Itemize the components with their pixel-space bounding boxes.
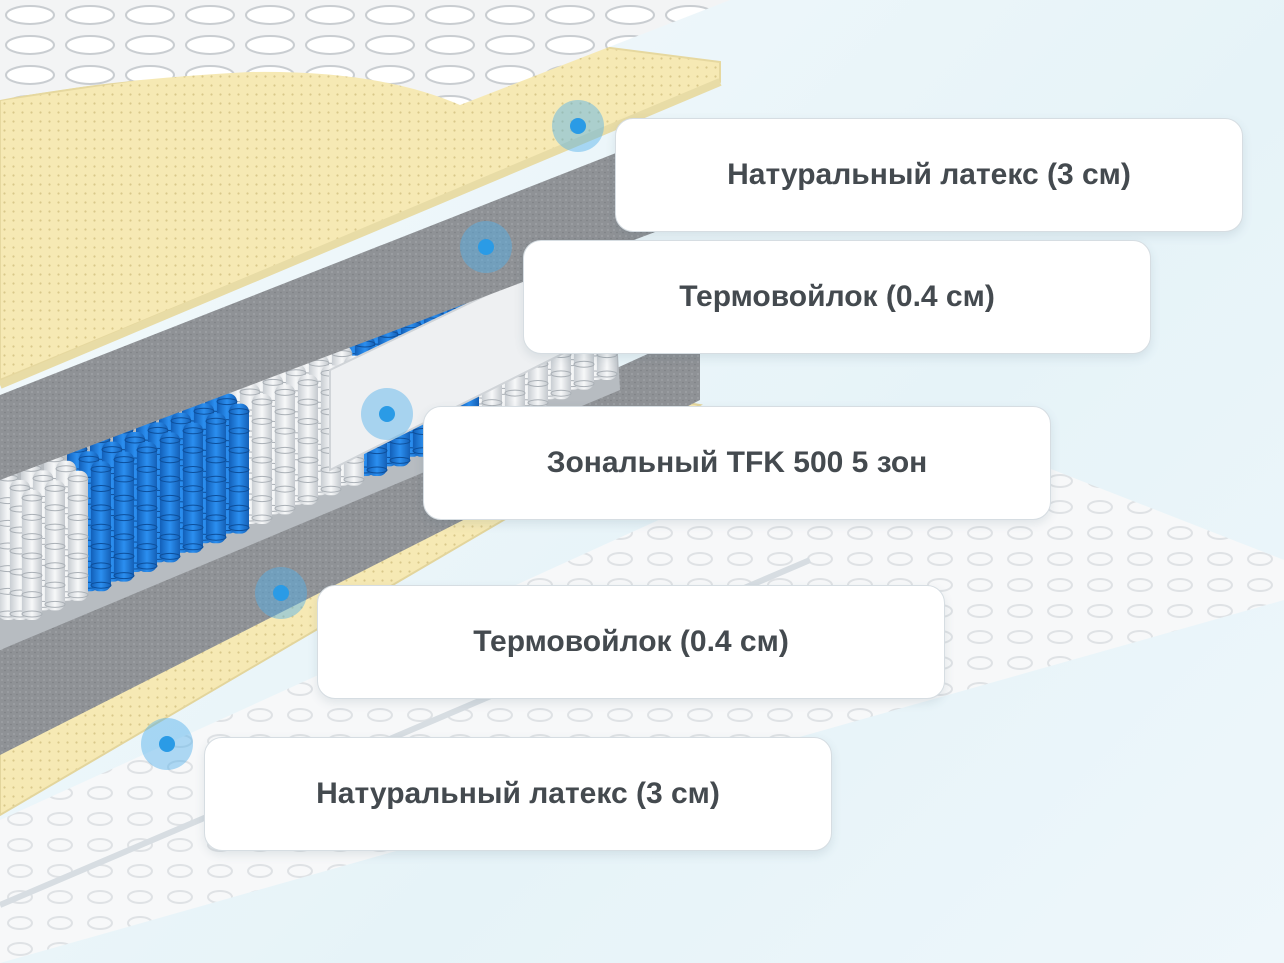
spring-coil xyxy=(113,451,135,582)
marker-latex-top[interactable] xyxy=(552,100,604,152)
marker-felt-bottom[interactable] xyxy=(255,567,307,619)
spring-coil xyxy=(182,422,204,553)
spring-coil xyxy=(274,384,296,515)
marker-felt-top[interactable] xyxy=(460,221,512,273)
label-springs: Зональный TFK 500 5 зон xyxy=(423,406,1051,520)
label-felt-top: Термовойлок (0.4 см) xyxy=(523,240,1151,354)
marker-springs[interactable] xyxy=(361,388,413,440)
label-felt-bottom: Термовойлок (0.4 см) xyxy=(317,585,945,699)
spring-coil xyxy=(297,374,319,505)
top-quilted-cover xyxy=(0,0,730,105)
spring-coil xyxy=(44,480,66,611)
spring-coil xyxy=(136,442,158,572)
top-felt-layer xyxy=(0,120,700,480)
label-latex-bottom: Натуральный латекс (3 см) xyxy=(204,737,832,851)
spring-coil xyxy=(21,490,43,620)
label-latex-top: Натуральный латекс (3 см) xyxy=(615,118,1243,232)
spring-coil xyxy=(205,413,227,544)
spring-coil xyxy=(228,403,250,534)
spring-coil xyxy=(251,394,273,524)
spring-coil xyxy=(90,461,112,592)
spring-coil xyxy=(67,470,89,601)
spring-coil xyxy=(159,432,181,563)
marker-latex-bottom[interactable] xyxy=(141,718,193,770)
